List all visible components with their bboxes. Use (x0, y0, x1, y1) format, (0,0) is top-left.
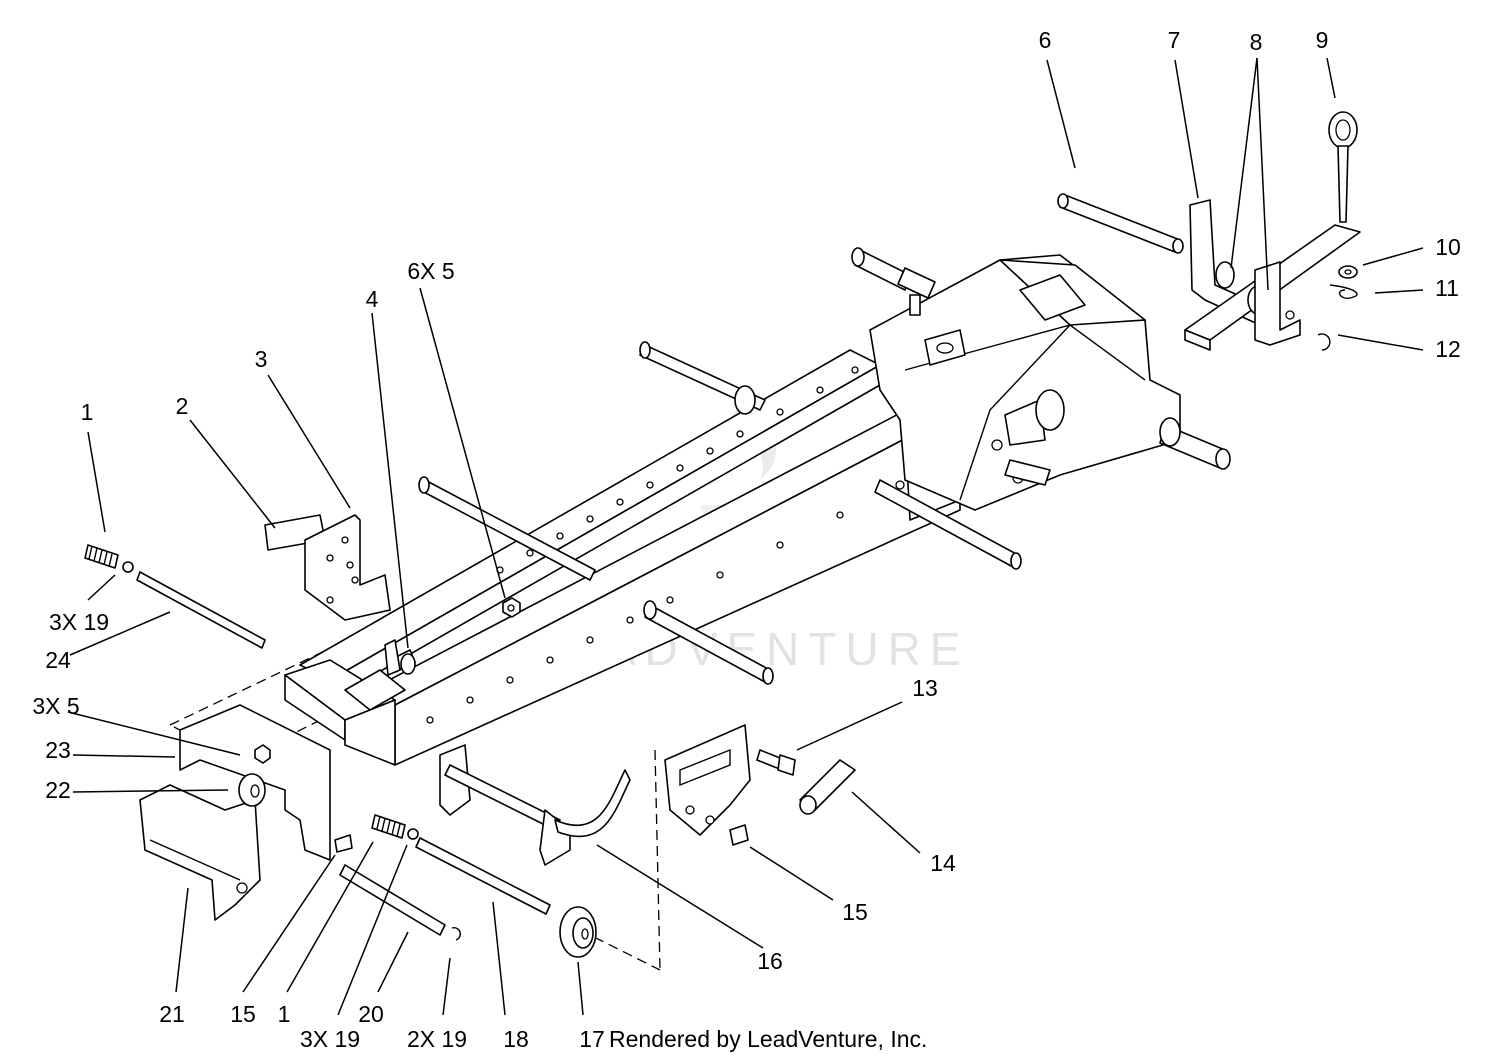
lower-left-assembly (139, 704, 551, 941)
callout-22: 22 (45, 777, 71, 803)
callout-15-lower: 15 (230, 1001, 256, 1027)
callout-17: 17 (579, 1026, 605, 1052)
callout-16: 16 (757, 948, 783, 974)
callout-12: 12 (1435, 336, 1461, 362)
callout-20: 20 (358, 1001, 384, 1027)
callout-10: 10 (1435, 234, 1461, 260)
rod-18 (415, 837, 551, 915)
frame-assembly (169, 349, 961, 766)
spring-1 (84, 544, 119, 569)
right-assembly (439, 724, 856, 971)
cross-tubes (418, 341, 1022, 685)
callout-21: 21 (159, 1001, 185, 1027)
callout-6: 6 (1039, 27, 1052, 53)
callout-24: 24 (45, 647, 71, 673)
callout-8: 8 (1250, 29, 1263, 55)
callout-2: 2 (176, 393, 189, 419)
callout-3x19-upper: 3X 19 (49, 609, 109, 635)
callout-3: 3 (255, 346, 268, 372)
front-brackets (84, 514, 521, 676)
callout-23: 23 (45, 737, 71, 763)
callout-2x19: 2X 19 (407, 1026, 467, 1052)
callout-18: 18 (503, 1026, 529, 1052)
callout-3x5: 3X 5 (32, 693, 79, 719)
callout-1: 1 (81, 399, 94, 425)
callout-13: 13 (912, 675, 938, 701)
callout-6x5: 6X 5 (407, 258, 454, 284)
rear-hitch (1057, 111, 1361, 351)
hitch-pin-6 (1059, 194, 1181, 253)
callout-3x19-lower: 3X 19 (300, 1026, 360, 1052)
callout-4: 4 (366, 286, 379, 312)
spring-1b (371, 814, 406, 839)
transaxle (851, 247, 1231, 511)
pin-20 (339, 864, 446, 936)
bracket-23 (179, 704, 331, 861)
credit-text: Rendered by LeadVenture, Inc. (609, 1026, 927, 1052)
callout-11: 11 (1435, 275, 1459, 301)
callout-15-right: 15 (842, 899, 868, 925)
bracket-21 (139, 784, 261, 921)
callout-labels: 1 2 3 4 6X 5 6 7 8 9 10 11 12 3X 19 24 3… (32, 27, 1460, 1052)
leader-lines (67, 57, 1424, 1016)
callout-9: 9 (1316, 27, 1329, 53)
callout-14: 14 (930, 850, 956, 876)
rod-24 (136, 571, 266, 649)
callout-7: 7 (1168, 27, 1181, 53)
callout-1-lower: 1 (278, 1001, 291, 1027)
